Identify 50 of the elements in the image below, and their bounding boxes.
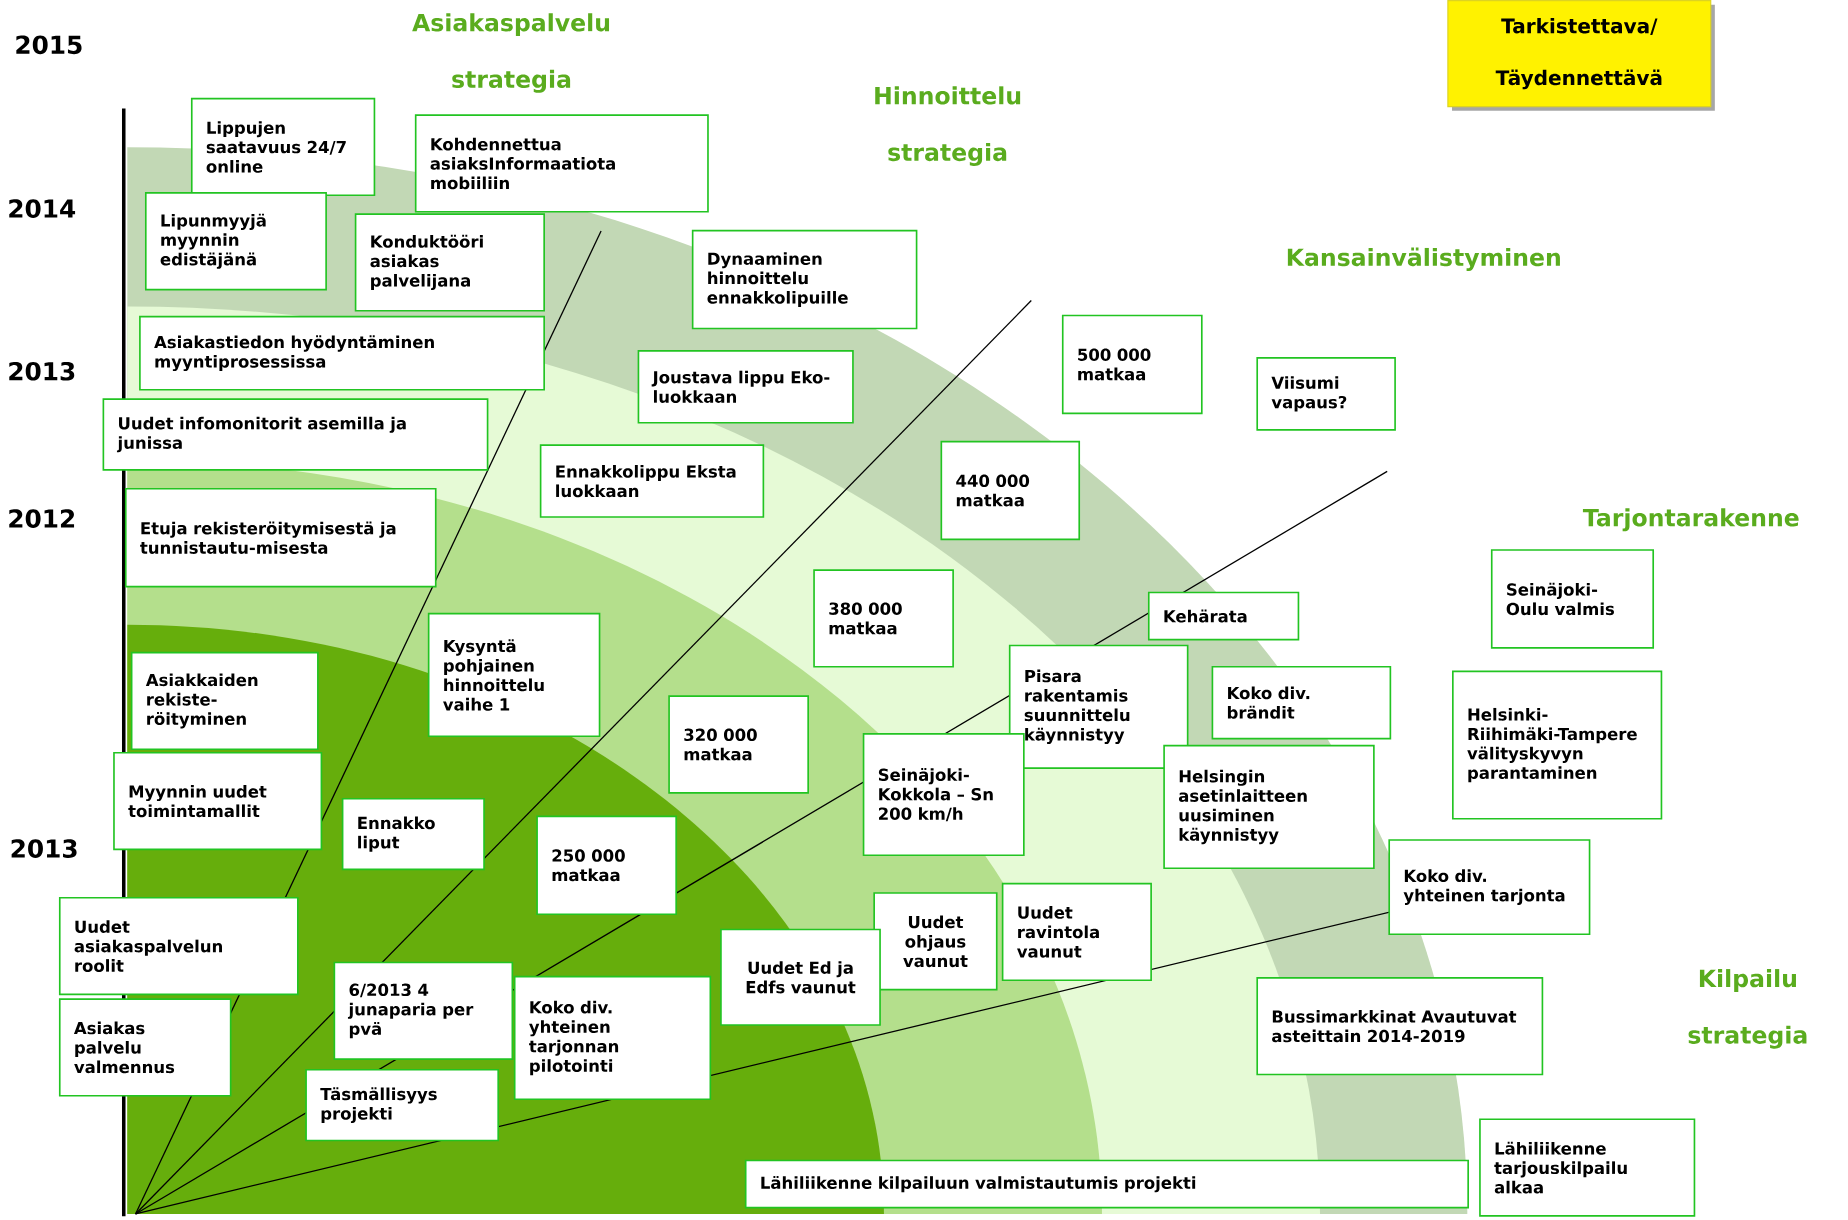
milestone-box: Koko div. yhteinen tarjonnan pilotointi (513, 975, 712, 1101)
milestone-box: Asiakkaiden rekiste-röityminen (130, 651, 319, 751)
milestone-box: Myynnin uudet toimintamallit (113, 752, 323, 851)
milestone-box: Uudet asiakaspalvelun roolit (58, 897, 299, 996)
milestone-box: Lippujen saatavuus 24/7 online (190, 97, 376, 197)
milestone-box: Seinäjoki-Kokkola – Sn 200 km/h (862, 733, 1025, 857)
milestone-box: Lipunmyyjä myynnin edistäjänä (144, 192, 327, 291)
milestone-box: Kysyntä pohjainen hinnoittelu vaihe 1 (427, 612, 601, 738)
milestone-box: Täsmällisyys projekti (305, 1069, 499, 1142)
note-box: Tarkistettava/ Täydennettävä (1447, 0, 1715, 111)
milestone-box: Etuja rekisteröitymisestä ja tunnistautu-misesta (124, 488, 437, 588)
milestone-box: 6/2013 4 junaparia per pvä (333, 961, 514, 1061)
milestone-box: 250 000 matkaa (536, 815, 677, 916)
year-label: 2013 (11, 839, 77, 859)
milestone-box: Asiakas palvelu valmennus (58, 998, 232, 1097)
sector-heading: Asiakaspalvelu strategia (412, 13, 610, 93)
milestone-box: Koko div. brändit (1211, 666, 1392, 740)
year-label: 2013 (9, 362, 75, 381)
milestone-box: Dynaaminen hinnoittelu ennakkolipuille (691, 229, 918, 330)
milestone-box: Uudet infomonitorit asemilla ja junissa (102, 398, 489, 471)
sector-heading: Kansainvälistyminen (1287, 247, 1560, 272)
milestone-box: Helsinki-Riihimäki-Tampere välityskyvyn parantaminen (1452, 670, 1663, 820)
milestone-box: Lähiliikenne kilpailuun valmistautumis projekti (744, 1159, 1469, 1209)
milestone-box: Konduktööri asiakas palvelijana (354, 213, 545, 312)
milestone-box: Uudet Ed ja Edfs vaunut (720, 928, 881, 1026)
milestone-box: Seinäjoki-Oulu valmis (1490, 549, 1655, 649)
milestone-box: Pisara rakentamis suunnittelu käynnistyy (1008, 644, 1189, 769)
year-label: 2015 (16, 35, 82, 55)
milestone-box: Bussimarkkinat Avautuvat asteittain 2014-2019 (1256, 977, 1544, 1076)
year-label: 2012 (9, 509, 75, 529)
milestone-box: 440 000 matkaa (940, 440, 1081, 541)
milestone-box: Kehärata (1147, 591, 1300, 641)
milestone-box: Asiakastiedon hyödyntäminen myyntiprosessissa (139, 315, 545, 391)
milestone-box: Uudet ravintola vaunut (1001, 882, 1152, 982)
milestone-box: Kohdennettua asiaksInformaatiota mobiiliin (414, 114, 709, 213)
milestone-box: Joustava lippu Eko-luokkaan (637, 350, 854, 424)
year-label: 2014 (9, 199, 76, 219)
milestone-box: Viisumi vapaus? (1256, 357, 1396, 431)
milestone-box: 500 000 matkaa (1061, 314, 1203, 415)
sector-heading: Kilpailu strategia (1688, 969, 1807, 1049)
milestone-box: Helsingin asetinlaitteen uusiminen käynnistyy (1163, 744, 1375, 870)
milestone-box: 320 000 matkaa (668, 695, 809, 794)
milestone-box: 380 000 matkaa (813, 569, 954, 668)
milestone-box: Koko div. yhteinen tarjonta (1388, 839, 1591, 936)
sector-heading: Tarjontarakenne (1582, 508, 1799, 532)
milestone-box: Uudet ohjaus vaunut (873, 892, 998, 991)
sector-heading: Hinnoittelu strategia (875, 86, 1021, 166)
milestone-box: Lähiliikenne tarjouskilpailu alkaa (1479, 1118, 1696, 1217)
milestone-box: Ennakkolippu Eksta luokkaan (539, 444, 765, 518)
milestone-box: Ennakko liput (341, 798, 485, 871)
